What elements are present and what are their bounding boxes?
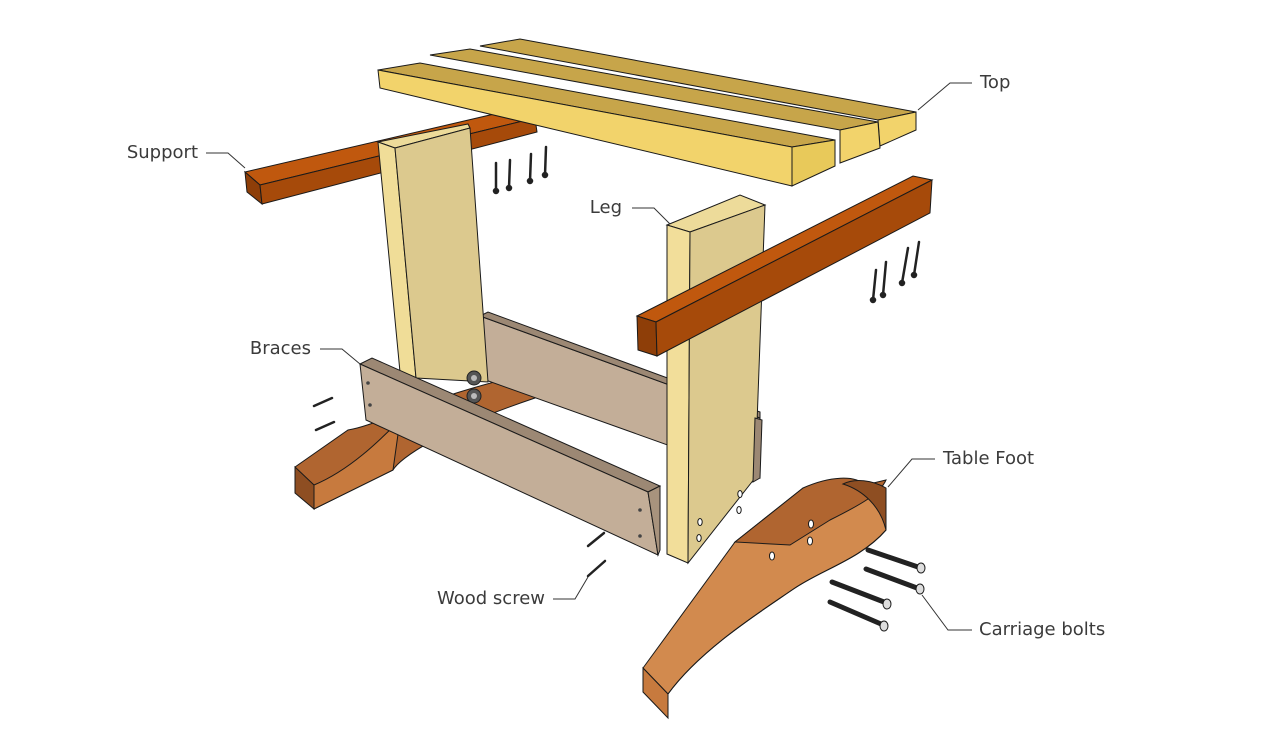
wood-screw-icon: [314, 420, 336, 432]
leg-left: [376, 123, 489, 404]
wood-screw-icon: [869, 268, 878, 304]
support-screws: [869, 240, 921, 304]
leader-carriage-bolts: [921, 594, 972, 631]
carriage-bolts: [827, 547, 926, 632]
wood-screw-icon: [505, 158, 513, 192]
leader-lines: [206, 82, 972, 631]
leader-top: [917, 82, 972, 111]
top-screws: [492, 145, 549, 195]
wood-screw-icon: [312, 396, 334, 408]
leg-right: [665, 194, 767, 565]
brace-front: [358, 357, 662, 557]
wood-screw-icon: [898, 246, 910, 287]
label-leg: Leg: [589, 197, 622, 218]
label-top: Top: [980, 72, 1011, 93]
leader-leg: [632, 207, 671, 225]
support-front: [635, 175, 934, 357]
brace-screws: [312, 396, 607, 578]
wood-screw-icon: [586, 531, 606, 548]
label-braces: Braces: [249, 338, 311, 359]
carriage-bolt-icon: [829, 579, 892, 610]
leader-support: [206, 152, 246, 169]
label-table-foot: Table Foot: [943, 448, 1035, 469]
wood-screw-icon: [526, 152, 534, 185]
carriage-bolt-icon: [827, 599, 889, 632]
wood-screw-icon: [586, 559, 607, 578]
label-wood-screw: Wood screw: [437, 588, 545, 609]
label-carriage-bolts: Carriage bolts: [979, 619, 1106, 640]
leader-wood-screw: [553, 576, 589, 600]
carriage-bolt-icon: [863, 566, 925, 595]
top-boards: [377, 38, 917, 187]
label-support: Support: [126, 142, 198, 163]
wood-screw-icon: [879, 260, 888, 299]
wood-screw-icon: [492, 161, 500, 195]
leader-table-foot: [887, 458, 935, 488]
wood-screw-icon: [910, 240, 921, 279]
leader-braces: [320, 348, 361, 365]
carriage-bolt-icon: [865, 547, 926, 574]
wood-screw-icon: [541, 145, 549, 179]
table-foot-front: [642, 477, 887, 720]
